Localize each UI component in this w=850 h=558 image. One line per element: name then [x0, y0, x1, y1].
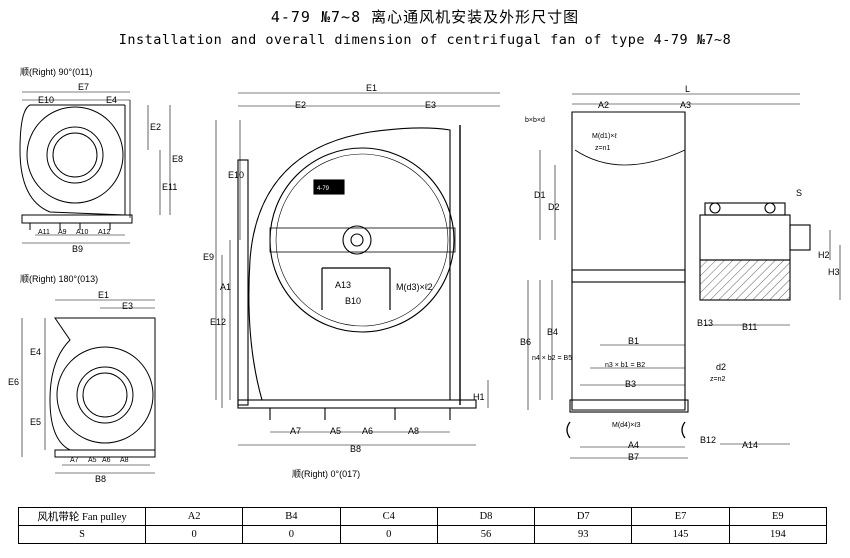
dim-E8: E8 — [172, 154, 183, 164]
dim-E1: E1 — [366, 83, 377, 93]
pulley-dimension-table: 风机带轮 Fan pulley A2 B4 C4 D8 D7 E7 E9 S 0… — [18, 507, 828, 544]
dim-E12: E12 — [210, 317, 226, 327]
dim-B6: B6 — [520, 337, 531, 347]
main-labels: E1 E2 E3 E9 E10 A1 E12 H1 A13 B10 M(d3)×… — [203, 83, 485, 479]
drawing-title-cn: 4-79 №7~8 离心通风机安装及外形尺寸图 — [270, 8, 580, 26]
dim-A4: A4 — [628, 440, 639, 450]
top-left-view — [19, 91, 171, 244]
dim-A6: A6 — [362, 426, 373, 436]
dim-n4b2B5: n4 × b2 = B5 — [532, 355, 572, 362]
dim-B3: B3 — [625, 379, 636, 389]
dim-n3b1B2: n3 × b1 = B2 — [605, 362, 645, 369]
dim-A5: A5 — [330, 426, 341, 436]
dim-A14: A14 — [742, 440, 758, 450]
top-left-labels: 顺(Right) 90°(011) E7 E10 E4 E2 E8 E11 A1… — [20, 67, 183, 254]
table-cell: 0 — [339, 525, 438, 544]
dim-A2: A2 — [598, 100, 609, 110]
table-cell: 56 — [436, 525, 536, 544]
dim-B1: B1 — [628, 336, 639, 346]
dim-B10: B10 — [345, 296, 361, 306]
dim-A1: A1 — [220, 282, 231, 292]
table-header-cell: E9 — [728, 507, 828, 526]
dim-A5-left: A5 — [88, 457, 97, 464]
dim-H2: H2 — [818, 250, 830, 260]
dim-A13: A13 — [335, 280, 351, 290]
table-cell: S — [18, 525, 146, 544]
table-header-cell: D8 — [436, 507, 536, 526]
dim-E10-main: E10 — [228, 170, 244, 180]
drawing-title-en: Installation and overall dimension of ce… — [118, 32, 732, 48]
table-cell: 0 — [144, 525, 244, 544]
dim-S: S — [796, 188, 802, 198]
mid-left-labels: 顺(Right) 180°(013) E1 E3 E6 E4 E5 A7 A5 … — [8, 274, 133, 484]
dim-zn1: z=n1 — [595, 145, 610, 152]
dim-B7: B7 — [628, 452, 639, 462]
dim-A8-left: A8 — [120, 457, 129, 464]
mid-left-view — [21, 299, 156, 474]
view-label-90: 顺(Right) 90°(011) — [20, 67, 92, 77]
dim-L: L — [685, 84, 690, 94]
dim-B12: B12 — [700, 435, 716, 445]
main-view — [215, 92, 500, 446]
table-header-cell: 风机带轮 Fan pulley — [18, 507, 146, 526]
dim-E3: E3 — [425, 100, 436, 110]
dim-B8: B8 — [350, 444, 361, 454]
dim-zn2: z=n2 — [710, 376, 725, 383]
view-label-0: 顺(Right) 0°(017) — [292, 469, 360, 479]
table-header-row: 风机带轮 Fan pulley A2 B4 C4 D8 D7 E7 E9 — [18, 507, 828, 526]
table-cell: 145 — [631, 525, 730, 544]
dim-E4-left: E4 — [30, 347, 41, 357]
dim-A7-left: A7 — [70, 457, 79, 464]
dim-A12: A12 — [98, 229, 111, 236]
table-cell: 0 — [242, 525, 341, 544]
dim-E5: E5 — [30, 417, 41, 427]
table-header-cell: E7 — [631, 507, 730, 526]
technical-drawing: 顺(Right) 90°(011) E7 E10 E4 E2 E8 E11 A1… — [8, 67, 841, 484]
main-plate: 4-79 — [317, 186, 330, 192]
table-header-cell: C4 — [339, 507, 438, 526]
dim-E6: E6 — [8, 377, 19, 387]
dim-A6-left: A6 — [102, 457, 111, 464]
right-view — [527, 93, 841, 459]
dim-D1: D1 — [534, 190, 546, 200]
dim-D2: D2 — [548, 202, 560, 212]
dim-A7: A7 — [290, 426, 301, 436]
right-labels: L A2 A3 b×b×d M(d1)×ℓ z=n1 D1 D2 S H2 H3… — [520, 84, 840, 462]
dim-Md1: M(d1)×ℓ — [592, 133, 617, 140]
table-cell: 194 — [728, 525, 828, 544]
table-cell: 93 — [534, 525, 633, 544]
dim-E11: E11 — [162, 182, 177, 192]
dim-E1-left: E1 — [98, 290, 109, 300]
dim-E2-main: E2 — [295, 100, 306, 110]
dim-E9: E9 — [203, 252, 214, 262]
dim-A3: A3 — [680, 100, 691, 110]
dim-Md3: M(d3)×ℓ2 — [396, 282, 433, 292]
dim-E2: E2 — [150, 122, 161, 132]
table-header-cell: A2 — [144, 507, 244, 526]
dim-bxbxd: b×b×d — [525, 117, 545, 124]
dim-A11: A11 — [38, 229, 50, 236]
dim-E10: E10 — [38, 95, 54, 105]
dim-Md4: M(d4)×ℓ3 — [612, 422, 641, 429]
dim-E3-left: E3 — [122, 301, 133, 311]
dim-B13: B13 — [697, 318, 713, 328]
nameplate-text: 4-79 — [317, 186, 330, 192]
dim-A9: A9 — [58, 229, 67, 236]
view-label-180: 顺(Right) 180°(013) — [20, 274, 98, 284]
table-header-cell: D7 — [534, 507, 633, 526]
dim-B8-left: B8 — [95, 474, 106, 484]
dim-B4: B4 — [547, 327, 558, 337]
dim-A8: A8 — [408, 426, 419, 436]
table-row: S 0 0 0 56 93 145 194 — [18, 525, 828, 544]
dim-E7: E7 — [78, 82, 89, 92]
dim-B9: B9 — [72, 244, 83, 254]
dim-d2: d2 — [716, 362, 726, 372]
dim-H1: H1 — [473, 392, 485, 402]
dim-H3: H3 — [828, 267, 840, 277]
dim-B11: B11 — [742, 322, 757, 332]
dim-E4: E4 — [106, 95, 117, 105]
table-header-cell: B4 — [242, 507, 341, 526]
dim-A10: A10 — [76, 229, 89, 236]
